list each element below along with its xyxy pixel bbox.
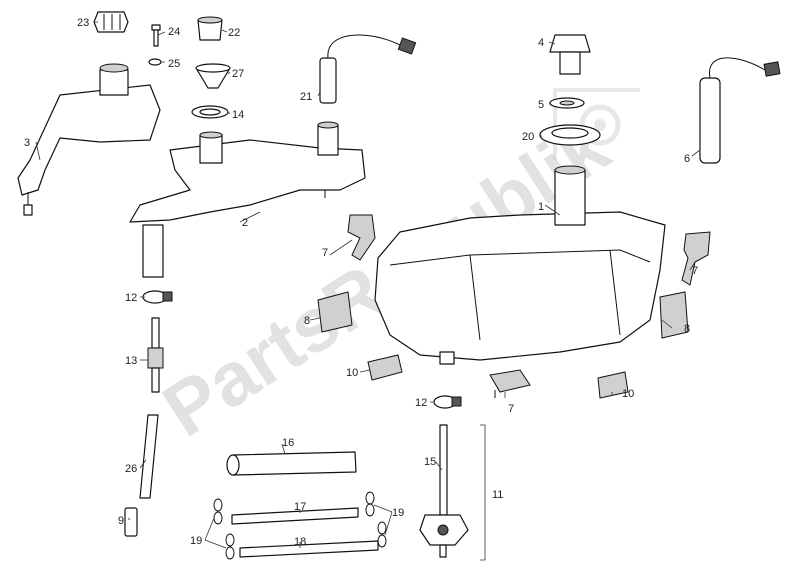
callout-3: 3 [24, 137, 30, 149]
part-bracket-left [347, 214, 376, 261]
callout-17: 17 [294, 501, 306, 513]
callout-24: 24 [168, 26, 180, 38]
callout-labels: 23 24 22 25 27 21 14 3 2 4 5 20 6 1 7 7 … [24, 17, 698, 548]
callout-5: 5 [538, 99, 544, 111]
part-washer-small [148, 58, 162, 66]
part-gasket [539, 124, 601, 146]
leader-lines [35, 21, 701, 549]
part-funnel [195, 63, 231, 89]
callout-26: 26 [125, 463, 137, 475]
callout-8-right: 8 [684, 323, 690, 335]
callout-1: 1 [538, 201, 544, 213]
part-hose-clamp-upper [142, 290, 173, 304]
part-filler-pipe [17, 63, 161, 216]
callout-15: 15 [424, 456, 436, 468]
part-hose-upper [231, 507, 359, 525]
part-hose-vertical [139, 414, 159, 499]
part-cap-knob [93, 11, 129, 33]
part-filler-neck-bracket [129, 121, 366, 278]
callout-10-left: 10 [346, 367, 358, 379]
callout-14: 14 [232, 109, 244, 121]
part-rubber-pad-left [367, 354, 403, 381]
part-seal-ring [191, 105, 229, 119]
part-hose-clamp-lower [433, 395, 462, 409]
callout-22: 22 [228, 27, 240, 39]
part-rubber-pad-right [597, 371, 629, 399]
part-bracket-right [681, 231, 711, 286]
part-fuel-sensor-small [319, 34, 417, 104]
part-washer [549, 97, 585, 109]
callout-18: 18 [294, 536, 306, 548]
part-hose-large [226, 451, 357, 476]
part-connector-small [124, 507, 138, 537]
part-hose-lower [239, 540, 379, 558]
assembly-bracket-11 [480, 424, 486, 561]
part-screw [151, 24, 161, 47]
callout-6: 6 [684, 153, 690, 165]
callout-7-right: 7 [692, 265, 698, 277]
callout-7-left: 7 [322, 247, 328, 259]
part-fuel-filter [147, 317, 164, 393]
callout-9: 9 [118, 515, 124, 527]
callout-16: 16 [282, 437, 294, 449]
callout-23: 23 [77, 17, 89, 29]
callout-4: 4 [538, 37, 544, 49]
part-fuel-tank [374, 165, 666, 365]
part-pad-right [659, 291, 689, 339]
callout-10-right: 10 [622, 388, 634, 400]
part-pad-left [317, 291, 353, 333]
part-bracket-bottom [489, 369, 531, 398]
callout-19-right: 19 [392, 507, 404, 519]
part-tank-cap [549, 34, 591, 75]
callout-11: 11 [492, 489, 503, 501]
callout-7-bottom: 7 [508, 403, 514, 415]
callout-27: 27 [232, 68, 244, 80]
part-clips-right [365, 491, 387, 548]
part-clips-left [213, 498, 235, 560]
callout-2: 2 [242, 217, 248, 229]
part-filler-cap-small [197, 16, 223, 41]
callout-12-upper: 12 [125, 292, 137, 304]
callout-13: 13 [125, 355, 137, 367]
part-fuel-sensor-large [699, 57, 781, 164]
callout-8-left: 8 [304, 315, 310, 327]
callout-12-lower: 12 [415, 397, 427, 409]
callout-20: 20 [522, 131, 534, 143]
callout-25: 25 [168, 58, 180, 70]
part-fuel-tap [419, 424, 469, 558]
callout-19-left: 19 [190, 535, 202, 547]
callout-21: 21 [300, 91, 312, 103]
